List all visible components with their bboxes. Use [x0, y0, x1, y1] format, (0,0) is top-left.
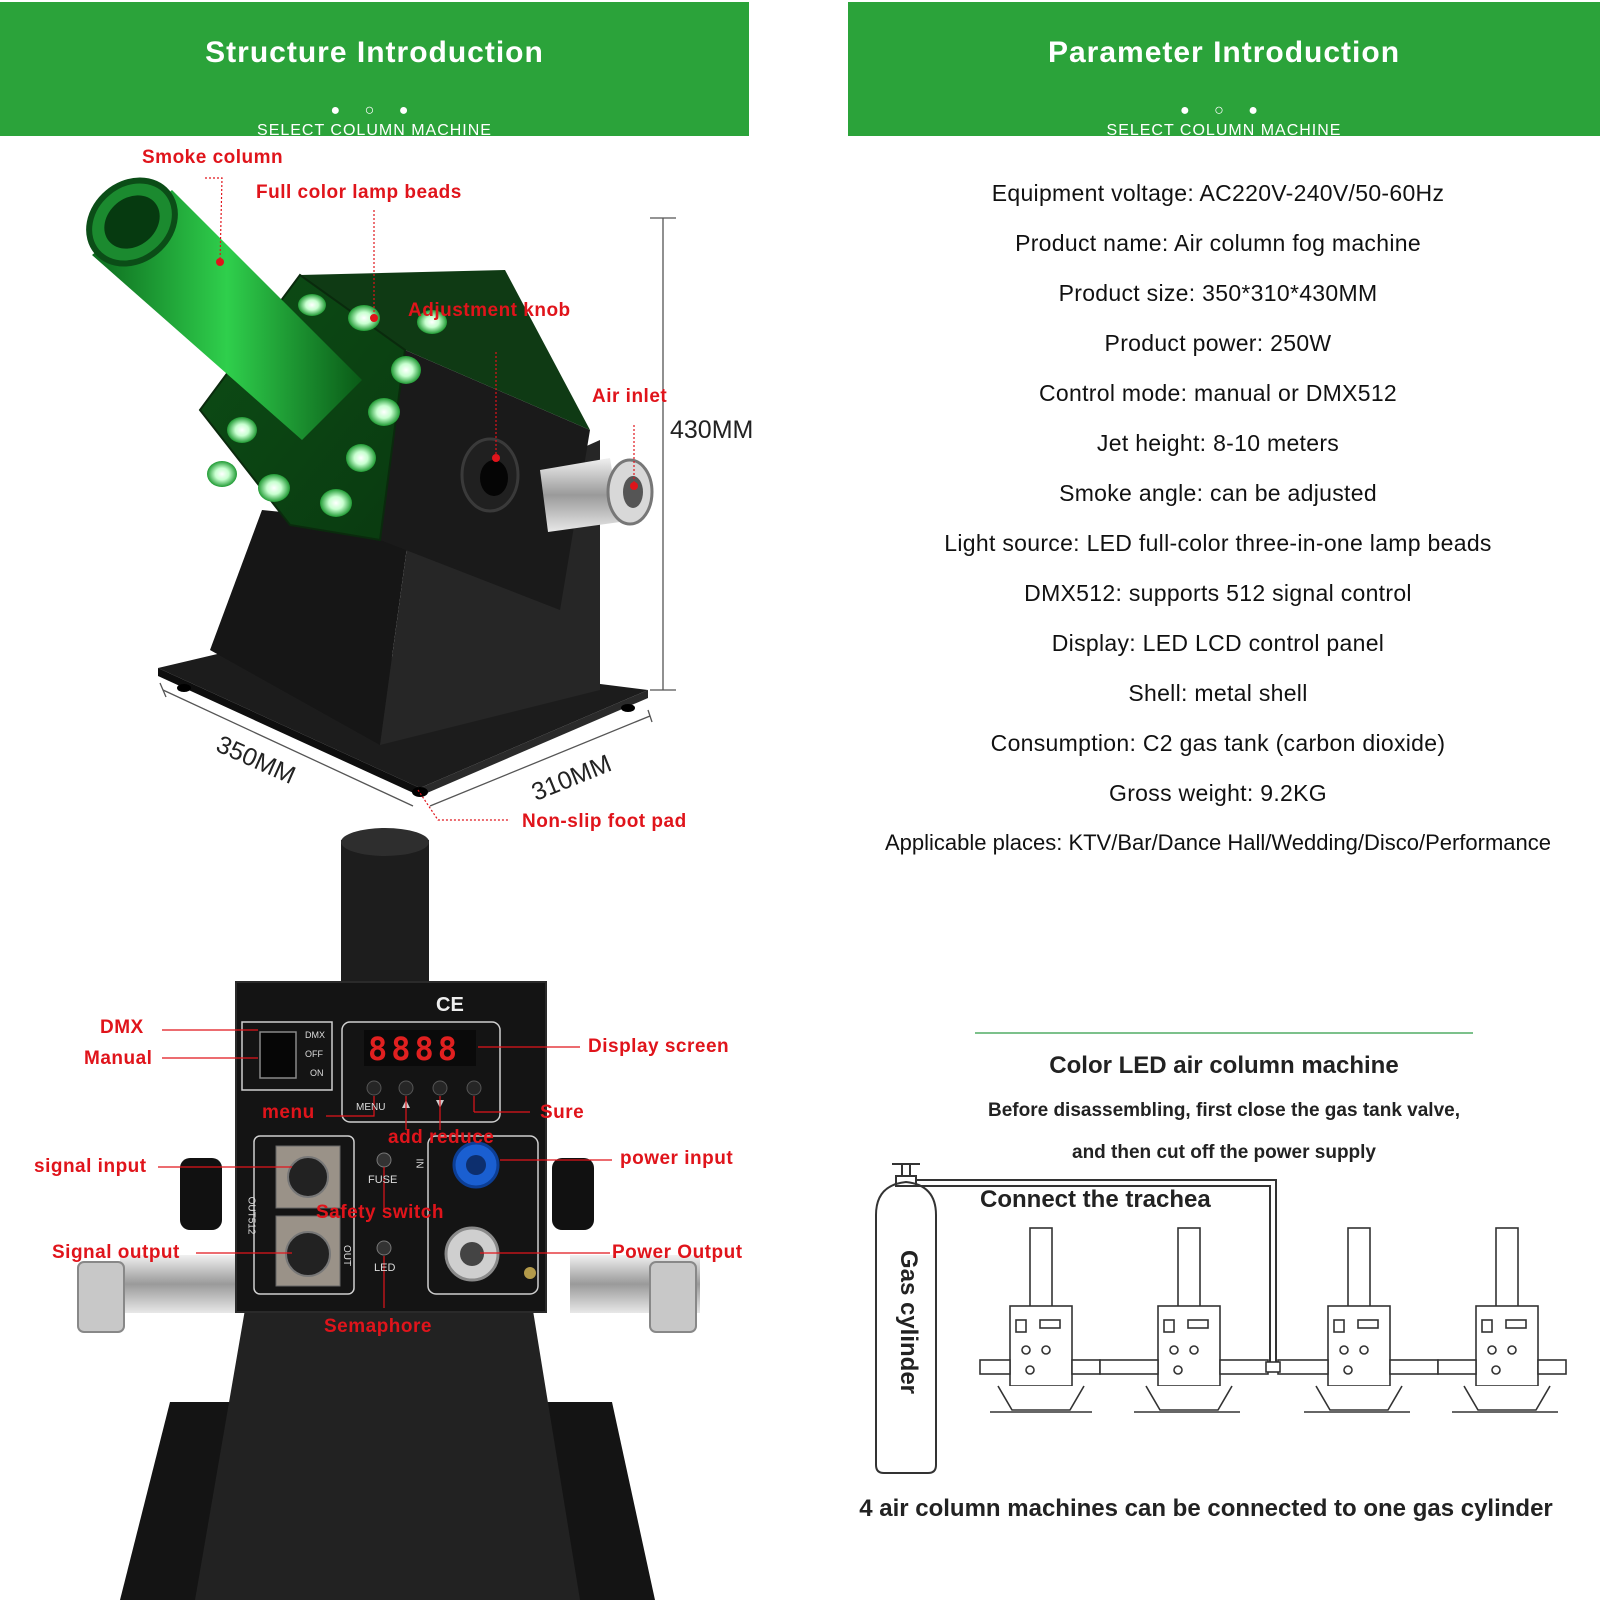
menu-key-marking: MENU: [356, 1102, 386, 1113]
param-row: Light source: LED full-color three-in-on…: [836, 530, 1600, 557]
label-dmx: DMX: [100, 1017, 144, 1038]
leader-lines-bottom: [158, 1029, 612, 1308]
param-row: Product power: 250W: [836, 330, 1600, 357]
param-value: LED full-color three-in-one lamp beads: [1086, 530, 1492, 556]
param-value: 8-10 meters: [1213, 430, 1340, 456]
param-value: supports 512 signal control: [1128, 580, 1412, 606]
param-row: Control mode: manual or DMX512: [836, 380, 1600, 407]
label-air-inlet: Air inlet: [592, 386, 668, 407]
connection-note-line1: Before disassembling, first close the ga…: [987, 1100, 1460, 1121]
dmx-switch-marking: DMX: [305, 1030, 325, 1040]
led-marking: LED: [374, 1262, 396, 1274]
structure-banner: Structure Introduction ● ○ ● SELECT COLU…: [0, 2, 749, 136]
parameter-banner-subtitle: SELECT COLUMN MACHINE: [1106, 122, 1342, 136]
param-value: metal shell: [1194, 680, 1308, 706]
param-value: Air column fog machine: [1173, 230, 1421, 256]
param-row: Display: LED LCD control panel: [836, 630, 1600, 657]
param-value: 350*310*430MM: [1202, 280, 1378, 306]
param-row: Shell: metal shell: [836, 680, 1600, 707]
label-signal-output: Signal output: [52, 1242, 180, 1263]
label-foot-pad: Non-slip foot pad: [522, 811, 687, 832]
label-add-reduce: add reduce: [388, 1127, 495, 1148]
label-lamp-beads: Full color lamp beads: [256, 182, 462, 203]
param-key: DMX512:: [1024, 580, 1123, 606]
leader-lines-top: [205, 177, 635, 821]
label-power-input: power input: [620, 1148, 734, 1169]
on-switch-marking: ON: [310, 1068, 324, 1078]
structure-banner-subtitle: SELECT COLUMN MACHINE: [257, 122, 492, 136]
label-adjustment-knob: Adjustment knob: [408, 300, 571, 321]
param-row: Consumption: C2 gas tank (carbon dioxide…: [836, 730, 1600, 757]
label-manual: Manual: [84, 1048, 153, 1069]
fog-machine-panel-illustration: [77, 828, 700, 1600]
label-signal-input: signal input: [34, 1156, 147, 1177]
param-value: 250W: [1270, 330, 1332, 356]
label-semaphore: Semaphore: [324, 1316, 432, 1337]
fuse-marking: FUSE: [368, 1174, 398, 1186]
param-row: Smoke angle: can be adjusted: [836, 480, 1600, 507]
dimension-height: 430MM: [670, 416, 754, 444]
param-row: DMX512: supports 512 signal control: [836, 580, 1600, 607]
parameter-banner-title: Parameter Introduction: [1047, 36, 1401, 69]
param-key: Product power:: [1104, 330, 1264, 356]
param-key: Smoke angle:: [1059, 480, 1204, 506]
param-key: Jet height:: [1096, 430, 1207, 456]
trachea-label: Connect the trachea: [980, 1186, 1211, 1213]
out-marking: OUT: [341, 1244, 353, 1267]
param-key: Consumption:: [990, 730, 1137, 756]
param-key: Equipment voltage:: [991, 180, 1195, 206]
param-value: LED LCD control panel: [1142, 630, 1385, 656]
param-key: Product name:: [1015, 230, 1169, 256]
param-row: Product size: 350*310*430MM: [836, 280, 1600, 307]
dimension-lines: [159, 217, 676, 807]
connection-title: Color LED air column machine: [1049, 1052, 1399, 1079]
param-value: manual or DMX512: [1194, 380, 1397, 406]
connection-note-line2: and then cut off the power supply: [1072, 1142, 1376, 1163]
param-value: C2 gas tank (carbon dioxide): [1142, 730, 1446, 756]
display-digits: 8888: [368, 1030, 462, 1068]
label-menu: menu: [262, 1102, 315, 1123]
leader-dots-top: [216, 258, 638, 490]
param-key: Shell:: [1128, 680, 1188, 706]
carousel-dots: ● ○ ●: [1180, 102, 1268, 119]
structure-banner-title: Structure Introduction: [205, 36, 544, 69]
param-row: Jet height: 8-10 meters: [836, 430, 1600, 457]
label-safety-switch: Safety switch: [316, 1202, 444, 1223]
param-row: Gross weight: 9.2KG: [836, 780, 1600, 807]
param-value: 9.2KG: [1260, 780, 1327, 806]
label-power-output: Power Output: [612, 1242, 743, 1263]
gas-cylinder-icon: [875, 1163, 1277, 1474]
off-switch-marking: OFF: [305, 1049, 323, 1059]
param-row: Equipment voltage: AC220V-240V/50-60Hz: [836, 180, 1600, 207]
parameter-banner: Parameter Introduction ● ○ ● SELECT COLU…: [848, 2, 1600, 136]
label-smoke-column: Smoke column: [142, 147, 284, 168]
param-key: Control mode:: [1038, 380, 1188, 406]
param-key: Gross weight:: [1109, 780, 1254, 806]
param-key: Applicable places:: [884, 830, 1063, 855]
param-value: AC220V-240V/50-60Hz: [1199, 180, 1445, 206]
label-display-screen: Display screen: [588, 1036, 730, 1057]
connection-footer: 4 air column machines can be connected t…: [859, 1495, 1553, 1522]
ce-mark: CE: [436, 994, 464, 1016]
in-marking: IN: [413, 1158, 425, 1169]
param-row: Product name: Air column fog machine: [836, 230, 1600, 257]
param-key: Display:: [1051, 630, 1136, 656]
param-key: Product size:: [1058, 280, 1196, 306]
label-sure: Sure: [540, 1102, 585, 1123]
fog-machine-3d-illustration: [86, 177, 654, 797]
param-key: Light source:: [944, 530, 1080, 556]
connected-machines-diagram: [979, 1227, 1567, 1413]
out512-marking: OUT512: [245, 1196, 257, 1235]
param-value: KTV/Bar/Dance Hall/Wedding/Disco/Perform…: [1068, 830, 1552, 855]
carousel-dots: ● ○ ●: [330, 102, 419, 119]
param-row: Applicable places: KTV/Bar/Dance Hall/We…: [836, 830, 1600, 856]
cylinder-label: Gas cylinder: [895, 1249, 922, 1395]
param-value: can be adjusted: [1210, 480, 1377, 506]
